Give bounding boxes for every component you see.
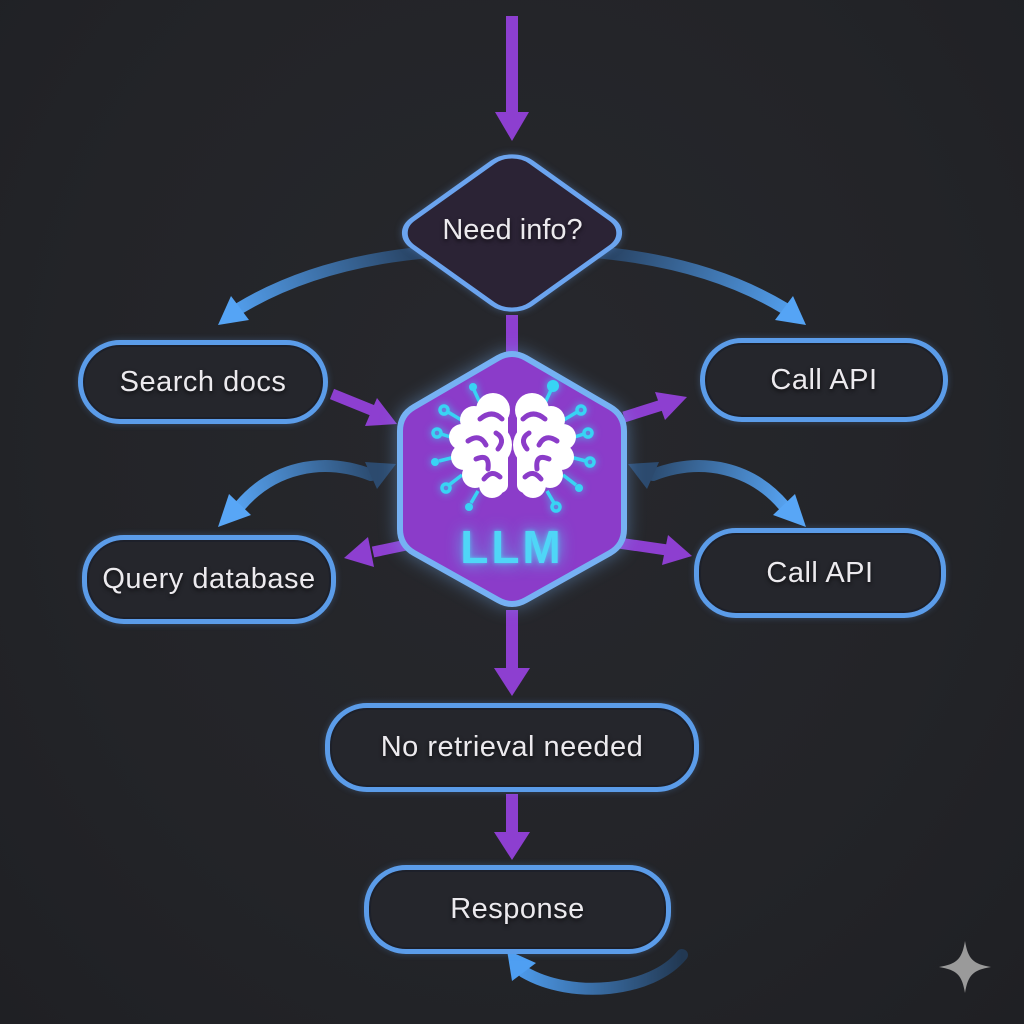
node-no-retrieval-needed: No retrieval needed [325,703,699,792]
node-call-api-top: Call API [700,338,948,422]
node-label: No retrieval needed [380,731,644,763]
node-label: Call API [766,556,874,589]
node-call-api-bottom: Call API [694,528,946,618]
node-query-database: Query database [82,535,336,624]
node-label: Call API [770,363,878,396]
arrow-llm-to-callapi-top [622,392,687,423]
arrow-noretrieval-to-response [494,794,530,860]
llm-label: LLM [460,521,564,573]
node-search-docs: Search docs [78,340,328,424]
node-label: Query database [102,563,316,595]
arrow-llm-querydatabase-bidirectional [218,460,396,527]
arrow-searchdocs-to-llm [329,388,397,426]
arrow-loop-to-response [507,949,688,995]
node-label: Response [450,893,585,925]
decision-label: Need info? [442,214,583,246]
node-label: Search docs [119,365,287,398]
sparkle-icon [939,941,991,993]
arrow-decision-to-searchdocs [218,246,436,325]
arrow-start-to-decision [495,16,529,141]
arrow-llm-callapi-bottom-bidirectional [628,460,806,527]
node-response: Response [364,865,671,954]
arrow-decision-to-callapi-top [588,246,806,325]
brain-circuit-icon [431,380,596,513]
arrow-llm-to-noretrieval [494,610,530,696]
